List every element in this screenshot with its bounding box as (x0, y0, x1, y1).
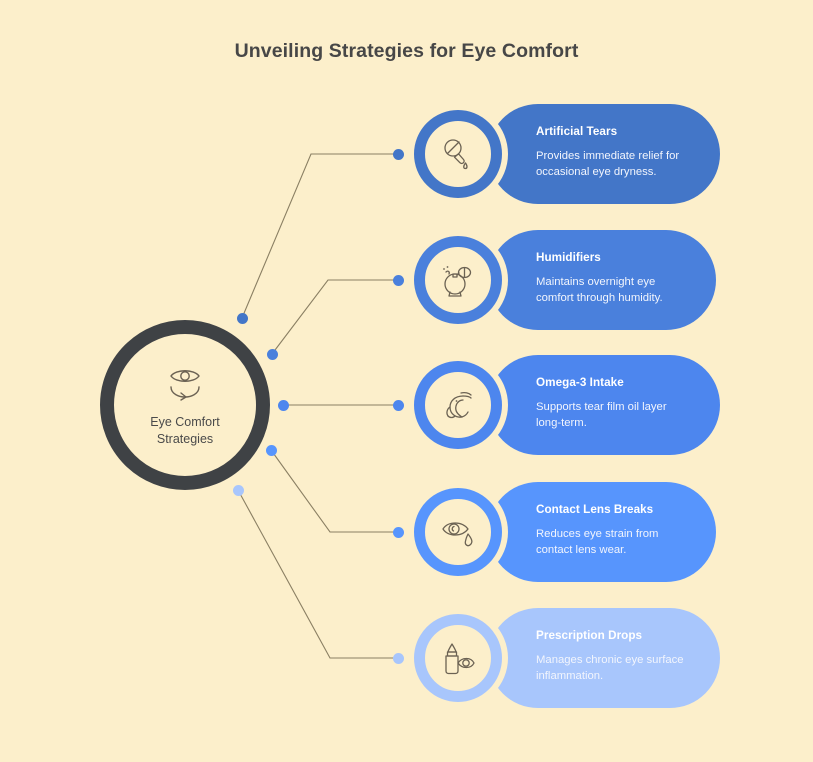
page-title: Unveiling Strategies for Eye Comfort (234, 40, 579, 62)
card-icon-ring (408, 482, 508, 582)
eye-refresh-icon (163, 363, 207, 408)
connector-path-5 (237, 489, 398, 659)
card-description: Reduces eye strain from contact lens wea… (536, 528, 659, 556)
card-body: Humidifiers Maintains overnight eye comf… (488, 230, 716, 330)
card-body: Artificial Tears Provides immediate reli… (488, 104, 720, 204)
dropper-pipette-icon (438, 134, 478, 174)
card-title: Omega-3 Intake (536, 376, 624, 389)
connector-dot-hub-1 (237, 313, 248, 324)
connector-dot-card-4 (393, 527, 404, 538)
card-description: Maintains overnight eye comfort through … (536, 276, 663, 304)
connector-path-2 (271, 279, 398, 355)
connector-dot-card-5 (393, 653, 404, 664)
shrimp-icon (437, 384, 479, 426)
hub-label-line2: Strategies (156, 431, 214, 446)
connector-dot-card-2 (393, 275, 404, 286)
hub-label-line1: Eye Comfort (150, 414, 220, 429)
connector-dot-card-1 (393, 149, 404, 160)
card-icon-ring (408, 355, 508, 455)
connector-dot-hub-4 (266, 445, 277, 456)
hub-label: Eye Comfort Strategies (150, 414, 219, 448)
connector-path-1 (241, 153, 398, 319)
eye-teardrop-icon (437, 512, 479, 552)
connector-path-4 (270, 449, 398, 533)
connector-dot-hub-5 (233, 485, 244, 496)
connector-dot-hub-2 (267, 349, 278, 360)
card-icon-ring (408, 230, 508, 330)
connector-dot-card-3 (393, 400, 404, 411)
hub-node: Eye Comfort Strategies (100, 320, 270, 490)
card-title: Humidifiers (536, 251, 601, 264)
card-icon-ring (408, 104, 508, 204)
card-body: Prescription Drops Manages chronic eye s… (488, 608, 720, 708)
card-title: Prescription Drops (536, 629, 643, 642)
card-body: Omega-3 Intake Supports tear film oil la… (488, 355, 720, 455)
humidifier-icon (437, 260, 479, 300)
card-description: Supports tear film oil layer long-term. (536, 401, 667, 429)
card-description: Provides immediate relief for occasional… (536, 150, 680, 178)
connector-dot-hub-3 (278, 400, 289, 411)
card-body: Contact Lens Breaks Reduces eye strain f… (488, 482, 716, 582)
card-title: Contact Lens Breaks (536, 503, 654, 516)
card-icon-ring (408, 608, 508, 708)
eye-drops-bottle-icon (437, 637, 479, 679)
card-description: Manages chronic eye surface inflammation… (536, 654, 684, 682)
card-title: Artificial Tears (536, 125, 618, 138)
